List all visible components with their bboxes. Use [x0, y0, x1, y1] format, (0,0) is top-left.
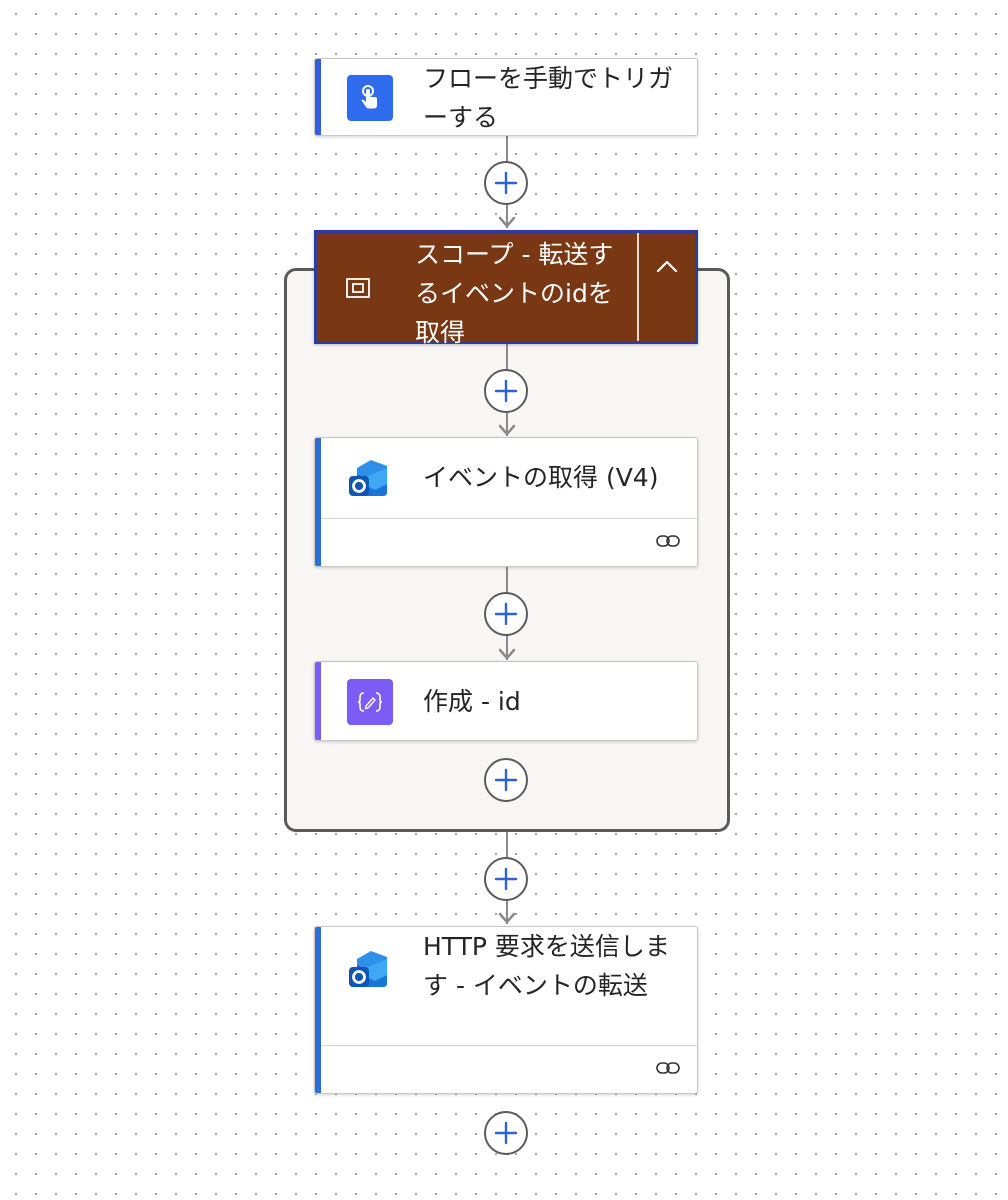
scope-title: スコープ - 転送するイベントのidを取得 [415, 240, 614, 347]
divider [637, 233, 639, 341]
link-icon[interactable] [655, 1059, 681, 1077]
add-action-button[interactable] [484, 857, 528, 901]
chevron-up-icon [656, 260, 678, 273]
add-action-button[interactable] [484, 369, 528, 413]
scope-header[interactable]: スコープ - 転送するイベントのidを取得 [314, 230, 698, 347]
card-title: フローを手動でトリガーする [423, 64, 674, 132]
card-accent [315, 59, 321, 135]
card-accent [315, 438, 321, 566]
plus-icon [494, 171, 518, 195]
card-accent [315, 927, 321, 1093]
add-action-button[interactable] [484, 592, 528, 636]
add-action-button[interactable] [484, 161, 528, 205]
plus-icon [494, 768, 518, 792]
outlook-icon [347, 454, 393, 500]
arrow-down-icon [498, 648, 516, 660]
arrow-down-icon [498, 424, 516, 436]
compose-card[interactable]: 作成 - id [314, 661, 698, 741]
outlook-icon [347, 945, 393, 991]
card-divider [321, 518, 697, 519]
hand-tap-icon [347, 75, 393, 121]
add-action-button[interactable] [484, 1111, 528, 1155]
scope-icon [346, 278, 370, 298]
plus-icon [494, 379, 518, 403]
plus-icon [494, 1121, 518, 1145]
arrow-down-icon [498, 912, 516, 924]
card-title: イベントの取得 (V4) [423, 463, 659, 492]
card-title: 作成 - id [423, 687, 521, 716]
compose-icon [347, 679, 393, 725]
trigger-card[interactable]: フローを手動でトリガーする [314, 58, 698, 136]
card-divider [321, 1045, 697, 1046]
plus-icon [494, 867, 518, 891]
add-action-button[interactable] [484, 758, 528, 802]
http-request-card[interactable]: HTTP 要求を送信します - イベントの転送 [314, 926, 698, 1094]
plus-icon [494, 602, 518, 626]
card-accent [315, 662, 321, 740]
get-events-card[interactable]: イベントの取得 (V4) [314, 437, 698, 567]
collapse-button[interactable] [639, 233, 695, 341]
link-icon[interactable] [655, 532, 681, 550]
arrow-down-icon [498, 216, 516, 228]
card-title: HTTP 要求を送信します - イベントの転送 [423, 932, 670, 1000]
